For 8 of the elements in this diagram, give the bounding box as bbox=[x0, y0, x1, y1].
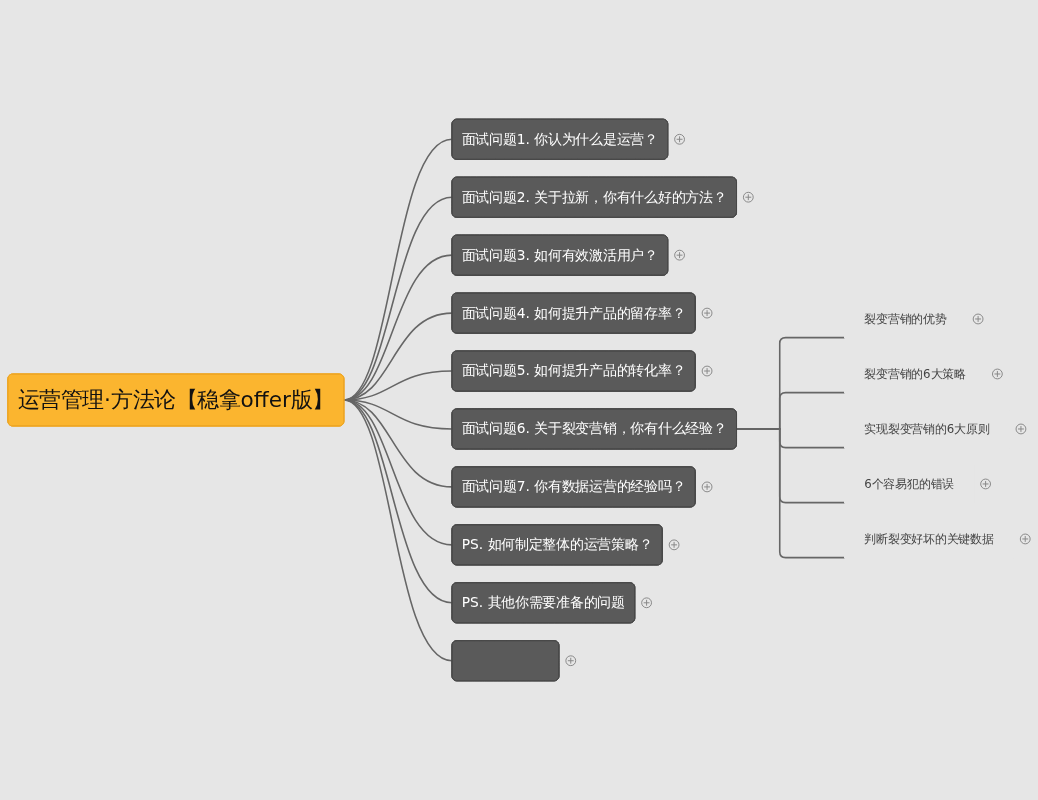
node-text: 裂变营销的6大策略 bbox=[864, 367, 966, 381]
node-text: 6个容易犯的错误 bbox=[864, 477, 955, 491]
connector bbox=[735, 428, 846, 559]
connector bbox=[343, 399, 453, 662]
node-text: 判断裂变好坏的关键数据 bbox=[864, 532, 994, 546]
node-text: 实现裂变营销的6大原则 bbox=[864, 422, 990, 436]
connector bbox=[343, 399, 453, 604]
node-text: 裂变营销的优势 bbox=[864, 312, 947, 326]
